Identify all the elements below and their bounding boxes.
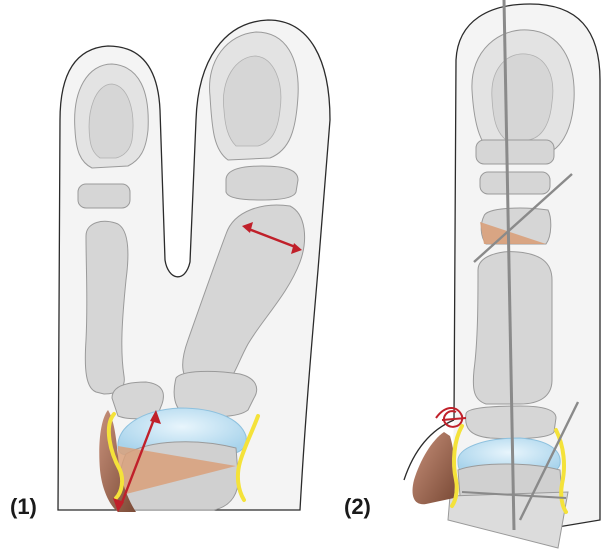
osteotomy-wedge-1 xyxy=(118,446,236,496)
middle-segment-b-2 xyxy=(479,171,551,195)
measurement-arrow-long xyxy=(113,410,161,512)
distal-phalanx-2-core xyxy=(491,53,554,141)
osteotomy-wedge-2 xyxy=(480,222,546,244)
skin-lower-left-2 xyxy=(403,419,455,481)
proximal-phalanx-2 xyxy=(472,251,553,405)
sesamoid-left xyxy=(111,381,164,420)
panel-2 xyxy=(403,0,601,549)
panel-label-1: (1) xyxy=(10,494,37,519)
axis-line-short-diagonal xyxy=(518,401,580,521)
axis-line-long-diagonal xyxy=(473,173,573,263)
capsule-line-left-2 xyxy=(450,424,464,508)
proximal-phalanx-right xyxy=(182,204,306,387)
distal-phalanx-right-core xyxy=(222,55,282,147)
capsule-line-right-2 xyxy=(554,428,568,514)
middle-segment-a-2 xyxy=(475,139,555,165)
distal-phalanx-left-core xyxy=(88,83,134,159)
suture-knot-2 xyxy=(435,407,467,428)
medial-soft-tissue-2 xyxy=(412,432,456,505)
proximal-phalanx-left xyxy=(84,220,129,395)
middle-phalanx-left xyxy=(77,183,131,209)
capsule-line-right-1 xyxy=(235,414,260,502)
axis-line-base xyxy=(461,491,567,499)
metatarsal-base-2 xyxy=(447,491,569,549)
middle-phalanx-right xyxy=(225,165,299,201)
capsule-line-left-1 xyxy=(106,412,125,500)
panel-label-2: (2) xyxy=(344,494,371,519)
panel-1 xyxy=(57,19,331,512)
axis-line-vertical xyxy=(502,0,516,531)
measurement-arrow-width xyxy=(242,222,302,254)
